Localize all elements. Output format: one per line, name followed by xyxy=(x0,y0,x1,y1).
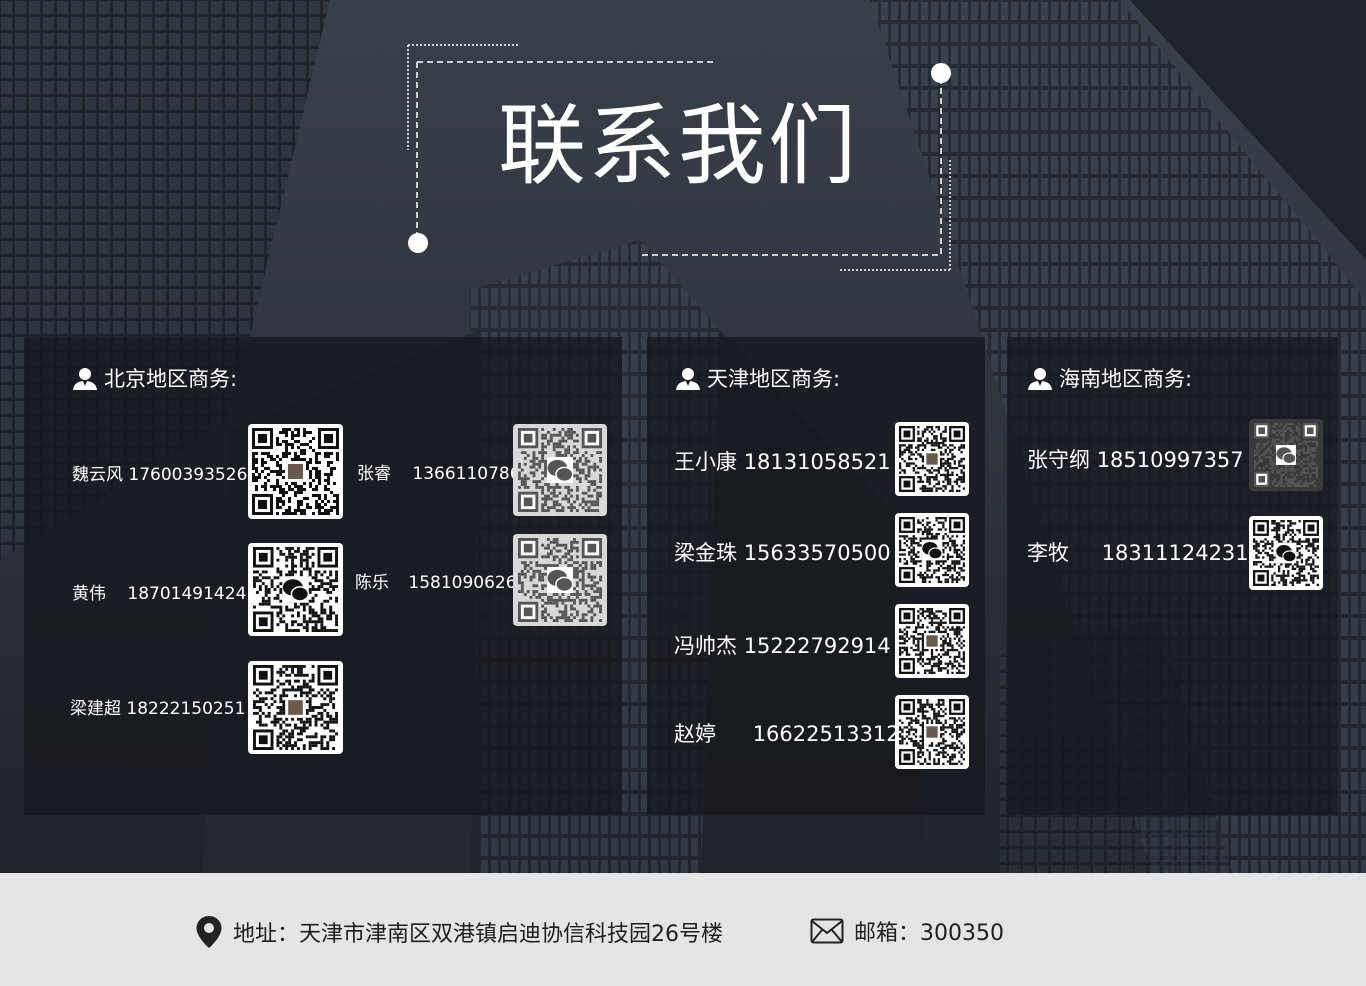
title-frame-decoration xyxy=(407,44,951,271)
contact-entry: 梁金珠 15633570500 xyxy=(674,537,891,567)
title-section: 联系我们 xyxy=(0,0,1366,300)
contact-phone: 13661107868 xyxy=(412,464,532,484)
contact-entry: 陈乐 15810906266 xyxy=(355,568,527,593)
contact-name: 王小康 xyxy=(674,450,737,474)
qr-code-icon xyxy=(248,543,343,636)
contact-name: 梁金珠 xyxy=(674,541,737,565)
email-text: 邮箱：300350 xyxy=(854,921,1004,946)
contact-phone: 18311124231 xyxy=(1101,541,1249,565)
qr-code-icon xyxy=(513,424,607,516)
person-icon xyxy=(676,368,700,390)
contact-phone: 15222792914 xyxy=(743,634,891,658)
qr-code-icon xyxy=(1249,419,1323,491)
footer-bar: 地址：天津市津南区双港镇启迪协信科技园26号楼 邮箱：300350 xyxy=(0,873,1366,986)
contact-name: 魏云风 xyxy=(72,465,123,485)
contact-name: 张睿 xyxy=(357,464,391,484)
region-heading-text: 天津地区商务: xyxy=(707,367,841,391)
address-text: 地址：天津市津南区双港镇启迪协信科技园26号楼 xyxy=(233,922,723,947)
contact-entry: 李牧 18311124231 xyxy=(1027,537,1249,567)
qr-code-icon xyxy=(895,513,969,587)
contact-entry: 赵婷 16622513312 xyxy=(674,718,900,748)
page-title: 联系我们 xyxy=(498,94,859,197)
contact-phone: 18131058521 xyxy=(743,450,891,474)
region-heading: 北京地区商务: xyxy=(72,363,237,393)
region-heading-text: 海南地区商务: xyxy=(1059,367,1193,391)
contact-phone: 15633570500 xyxy=(743,541,891,565)
contact-entry: 梁建超 18222150251 xyxy=(70,694,245,719)
contact-phone: 18222150251 xyxy=(126,699,246,719)
qr-code-icon xyxy=(1249,516,1323,590)
contact-name: 梁建超 xyxy=(70,699,121,719)
contact-entry: 张守纲 18510997357 xyxy=(1027,444,1244,474)
panel-tianjin: 天津地区商务: 王小康 18131058521 梁金珠 15633570500 … xyxy=(647,337,985,815)
panel-beijing: 北京地区商务: 魏云风 17600393526 黄伟 18701491424 梁… xyxy=(24,337,622,815)
contact-phone: 18510997357 xyxy=(1096,448,1244,472)
qr-code-icon xyxy=(513,534,607,626)
contact-entry: 冯帅杰 15222792914 xyxy=(674,630,891,660)
contact-phone: 15810906266 xyxy=(408,573,528,593)
contact-entry: 魏云风 17600393526 xyxy=(72,460,247,485)
contact-phone: 16622513312 xyxy=(752,722,900,746)
contact-entry: 王小康 18131058521 xyxy=(674,446,891,476)
region-heading: 天津地区商务: xyxy=(675,363,840,393)
qr-code-icon xyxy=(248,424,343,519)
contact-entry: 张睿 13661107868 xyxy=(357,459,531,484)
contact-name: 赵婷 xyxy=(674,722,716,746)
person-icon xyxy=(73,368,97,390)
region-heading: 海南地区商务: xyxy=(1027,363,1192,393)
contact-name: 冯帅杰 xyxy=(674,634,737,658)
footer-email: 邮箱：300350 xyxy=(810,915,1004,947)
contact-phone: 17600393526 xyxy=(128,465,248,485)
qr-code-icon xyxy=(895,695,969,769)
location-pin-icon xyxy=(196,916,222,948)
person-icon xyxy=(1028,368,1052,390)
contact-name: 李牧 xyxy=(1027,541,1069,565)
qr-code-icon xyxy=(895,604,969,678)
contact-phone: 18701491424 xyxy=(127,584,247,604)
mail-icon xyxy=(810,918,844,944)
qr-code-icon xyxy=(248,661,343,754)
contact-name: 黄伟 xyxy=(72,584,106,604)
footer-address: 地址：天津市津南区双港镇启迪协信科技园26号楼 xyxy=(195,915,723,949)
panel-hainan: 海南地区商务: 张守纲 18510997357 李牧 18311124231 xyxy=(1007,337,1338,815)
contact-name: 陈乐 xyxy=(355,573,389,593)
qr-code-icon xyxy=(895,422,969,496)
contact-entry: 黄伟 18701491424 xyxy=(72,579,246,604)
region-heading-text: 北京地区商务: xyxy=(104,367,238,391)
contact-name: 张守纲 xyxy=(1027,448,1090,472)
